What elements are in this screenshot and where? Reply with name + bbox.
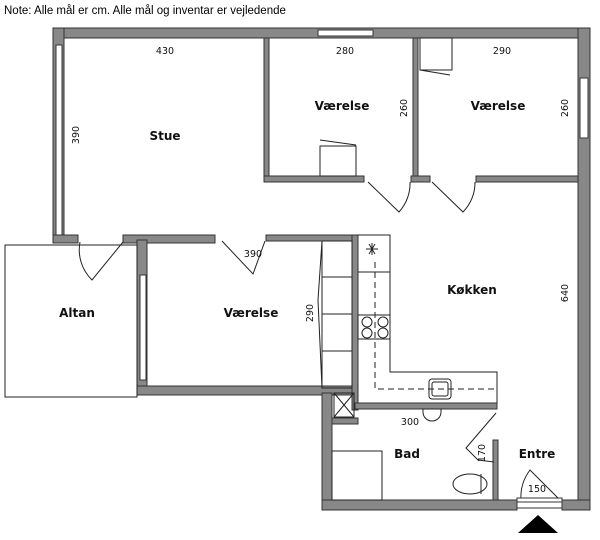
room-label-bad: Bad <box>394 447 420 461</box>
room-label-vaerelse: Værelse <box>471 99 526 113</box>
furniture <box>317 37 498 501</box>
dimension-label: 290 <box>493 46 511 57</box>
doors <box>78 181 563 503</box>
windows <box>55 29 589 509</box>
dimension-label: 260 <box>399 99 410 117</box>
room-label-kokken: Køkken <box>447 283 497 297</box>
dimension-label: 390 <box>244 249 262 260</box>
room-label-entre: Entre <box>519 447 556 461</box>
entrance-arrow-icon <box>518 515 558 533</box>
dimension-label: 170 <box>477 444 488 462</box>
room-label-altan: Altan <box>59 306 95 320</box>
room-label-stue: Stue <box>149 129 180 143</box>
room-label-vaerelse: Værelse <box>224 306 279 320</box>
room-label-vaerelse: Værelse <box>315 99 370 113</box>
dimension-label: 390 <box>71 126 82 144</box>
altan-outline <box>4 244 138 398</box>
dimension-label: 280 <box>336 46 354 57</box>
dimension-label: 300 <box>401 417 419 428</box>
dimension-label: 150 <box>528 484 546 495</box>
dimension-label: 290 <box>305 304 316 322</box>
dimension-label: 260 <box>560 99 571 117</box>
plan-note: Note: Alle mål er cm. Alle mål og invent… <box>4 5 286 17</box>
dimension-label: 430 <box>156 46 174 57</box>
dimension-label: 640 <box>560 284 571 302</box>
